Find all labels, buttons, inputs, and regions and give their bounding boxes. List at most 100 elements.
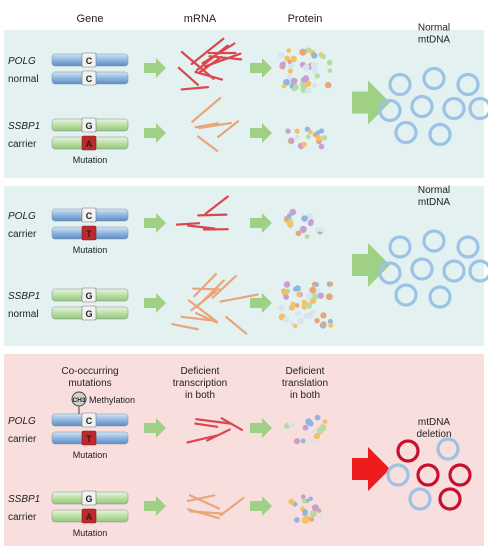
allele-letter: C — [86, 416, 93, 426]
result-label-line-2: mtDNA — [418, 197, 451, 208]
arrow-gene-to-mrna — [144, 293, 166, 313]
result-label-line-2: mtDNA — [418, 35, 451, 46]
protein-dot — [321, 135, 328, 141]
mrna-strand — [224, 315, 248, 335]
mrna-strand — [201, 42, 236, 65]
translation-line-1: Deficient — [286, 366, 325, 377]
mtdna-circle — [388, 72, 412, 97]
protein-dot — [318, 513, 324, 520]
mtdna-circle — [410, 94, 434, 119]
mtdna-circle — [388, 235, 412, 259]
mrna-cluster — [177, 37, 243, 91]
protein-dot — [292, 84, 299, 91]
protein-dot — [311, 293, 319, 300]
gene-name-ssbp1: SSBP1 — [8, 121, 40, 132]
mtdna-deleted-circle — [448, 463, 472, 487]
mrna-strand — [206, 428, 231, 442]
protein-dot — [311, 428, 317, 434]
mrna-strand — [186, 494, 216, 502]
gene-name-ssbp1: SSBP1 — [8, 291, 40, 302]
mutation-box — [81, 225, 97, 241]
mutation-box — [81, 430, 97, 446]
mtdna-circle — [468, 259, 488, 283]
gene-allele-1: G — [51, 117, 129, 133]
protein-dot — [288, 137, 295, 144]
mtdna-circle — [378, 261, 402, 285]
mrna-strand — [180, 86, 210, 91]
mutation-label: Mutation — [73, 245, 108, 255]
protein-dot — [302, 509, 308, 515]
mtdna-deleted-circle — [416, 463, 440, 487]
protein-dot — [328, 322, 334, 328]
protein-dot — [314, 317, 320, 324]
protein-dot — [293, 323, 298, 329]
mrna-strand — [190, 290, 217, 312]
protein-dot — [301, 141, 307, 148]
protein-dot — [309, 286, 317, 294]
mtdna-circles — [378, 229, 488, 309]
protein-cluster — [285, 126, 328, 150]
protein-dot — [294, 134, 300, 140]
mrna-strand — [193, 273, 217, 298]
protein-dot — [318, 143, 325, 150]
mtdna-circles — [378, 66, 488, 147]
arrow-gene-to-mrna — [144, 213, 166, 233]
mrna-strand — [187, 224, 216, 230]
arrow-mrna-to-protein — [250, 213, 272, 233]
protein-dot — [313, 432, 321, 440]
arrow-gene-to-mrna — [144, 58, 166, 78]
protein-dot — [290, 77, 298, 85]
protein-dot — [308, 129, 313, 135]
gene-status: carrier — [8, 434, 37, 445]
protein-dot — [278, 304, 285, 311]
allele-letter: G — [85, 291, 92, 301]
gene-allele-2: T — [51, 430, 129, 446]
mrna-strand — [192, 287, 222, 291]
protein-cluster — [283, 414, 328, 445]
protein-dot — [320, 321, 327, 327]
protein-cluster — [283, 208, 325, 239]
protein-dot — [309, 510, 317, 518]
mrna-strand — [219, 293, 259, 303]
mrna-strand — [217, 120, 240, 139]
allele-letter: C — [86, 211, 93, 221]
protein-dot — [326, 59, 333, 66]
protein-dot — [302, 75, 310, 82]
mtdna-circle — [386, 463, 410, 487]
gene-allele-1: C — [51, 412, 129, 428]
mtdna-circle — [456, 72, 480, 97]
protein-dot — [305, 302, 313, 309]
protein-dot — [301, 498, 307, 504]
mtdna-circle — [428, 285, 452, 309]
gene-allele-1: C — [51, 207, 129, 223]
mrna-strand — [195, 418, 232, 425]
gene-status: carrier — [8, 229, 37, 240]
allele-box — [81, 287, 97, 303]
protein-dot — [322, 419, 328, 424]
mrna-cluster — [175, 195, 229, 231]
mrna-strand — [194, 122, 220, 129]
allele-letter: A — [86, 512, 93, 522]
protein-dot — [289, 208, 297, 216]
result-label-line-2: deletion — [416, 429, 451, 440]
protein-dot — [283, 294, 290, 300]
arrow-mrna-to-protein — [250, 418, 272, 438]
mrna-strand — [191, 96, 222, 123]
protein-dot — [287, 68, 294, 74]
protein-dot — [304, 80, 312, 88]
arrow-gene-to-mrna — [144, 418, 166, 438]
protein-dot — [283, 422, 291, 429]
mrna-strand — [171, 323, 200, 331]
mtdna-circle — [394, 283, 418, 307]
mrna-cluster — [186, 417, 244, 444]
mrna-strand — [198, 121, 233, 130]
mrna-strand — [180, 315, 217, 322]
protein-dot — [282, 316, 290, 323]
mrna-cluster — [191, 96, 240, 152]
gene-allele-2: G — [51, 305, 129, 321]
protein-dot — [287, 74, 293, 80]
result-label-line-1: Normal — [418, 23, 450, 34]
translation-line-2: translation — [282, 378, 328, 389]
mtdna-circle — [422, 66, 446, 91]
mrna-strand — [186, 434, 218, 444]
